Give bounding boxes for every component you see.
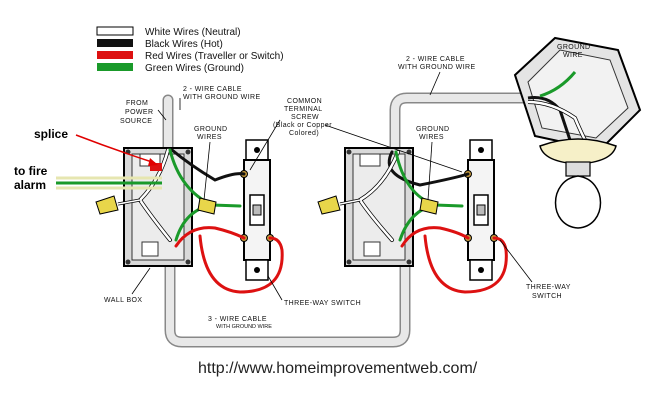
fixture-ground-wire-label-2: WIRE <box>563 52 583 59</box>
legend-swatch-traveller <box>97 51 133 59</box>
light-bulb <box>554 175 602 229</box>
wall-box-label: WALL BOX <box>104 297 142 304</box>
three-wire-cable-label-sub: WITH GROUND WIRE <box>216 324 272 330</box>
legend-label-ground: Green Wires (Ground) <box>145 63 244 74</box>
two-wire-cable-label-left-sub: WITH GROUND WIRE <box>183 94 261 101</box>
legend-label-neutral: White Wires (Neutral) <box>145 27 241 38</box>
three-wire-cable <box>166 262 409 346</box>
ground-wires-left-label: GROUND <box>194 126 228 133</box>
legend: White Wires (Neutral) Black Wires (Hot) … <box>96 26 284 74</box>
fire-alarm-annotation-2: alarm <box>14 178 46 192</box>
labels: 2 - WIRE CABLE WITH GROUND WIRE 2 - WIRE… <box>14 44 591 377</box>
source-url: http://www.homeimprovementweb.com/ <box>198 360 478 377</box>
legend-swatch-hot <box>97 39 133 47</box>
from-power-label: FROM <box>126 100 148 107</box>
ground-wires-left-label-2: WIRES <box>197 134 222 141</box>
splice-annotation: splice <box>34 127 68 141</box>
wire-nut <box>419 197 439 215</box>
wire-nut <box>317 195 341 215</box>
right-switch-body <box>467 159 495 261</box>
common-screw-label-3: SCREW <box>291 114 319 121</box>
ground-wires-right-label-2: WIRES <box>419 134 444 141</box>
three-way-switch-label: THREE-WAY SWITCH <box>284 300 361 307</box>
three-way-switch-right-label: THREE-WAY <box>526 284 571 291</box>
legend-label-hot: Black Wires (Hot) <box>145 39 223 50</box>
right-wall-box <box>344 147 414 267</box>
fixture-ground-wire-label: GROUND <box>557 44 591 51</box>
common-screw-label-2: TERMINAL <box>284 106 323 113</box>
ground-wires-right-label: GROUND <box>416 126 450 133</box>
two-wire-cable-label-right: 2 - WIRE CABLE <box>406 56 465 63</box>
common-screw-label-5: Colored) <box>289 130 319 137</box>
fixture-cable-outline <box>389 92 528 152</box>
left-wire-nuts <box>95 195 217 215</box>
common-screw-label-4: (Black or Copper <box>273 122 332 129</box>
right-wire-nuts <box>317 195 439 215</box>
left-three-way-switch <box>240 139 274 281</box>
splice-marker <box>150 163 162 171</box>
legend-swatch-ground <box>97 63 133 71</box>
right-three-way-switch <box>464 139 498 281</box>
legend-label-traveller: Red Wires (Traveller or Switch) <box>145 51 284 62</box>
wire-nut <box>95 195 119 215</box>
from-power-label-3: SOURCE <box>120 118 152 125</box>
two-wire-cable-label-left: 2 - WIRE CABLE <box>183 86 242 93</box>
bulb-socket <box>539 138 617 165</box>
fixture-cable <box>391 94 528 152</box>
three-way-switch-right-label-2: SWITCH <box>532 293 562 300</box>
two-wire-cable-label-right-sub: WITH GROUND WIRE <box>398 64 476 71</box>
fire-alarm-annotation: to fire <box>14 164 48 178</box>
legend-swatch-neutral <box>96 26 134 36</box>
three-wire-cable-label: 3 - WIRE CABLE <box>208 316 267 323</box>
light-fixture <box>513 36 642 229</box>
splice-arrow <box>75 134 156 164</box>
from-power-label-2: POWER <box>125 109 153 116</box>
common-screw-label-1: COMMON <box>287 98 322 105</box>
wire-nut <box>197 197 217 215</box>
fire-alarm-tap <box>56 163 162 190</box>
